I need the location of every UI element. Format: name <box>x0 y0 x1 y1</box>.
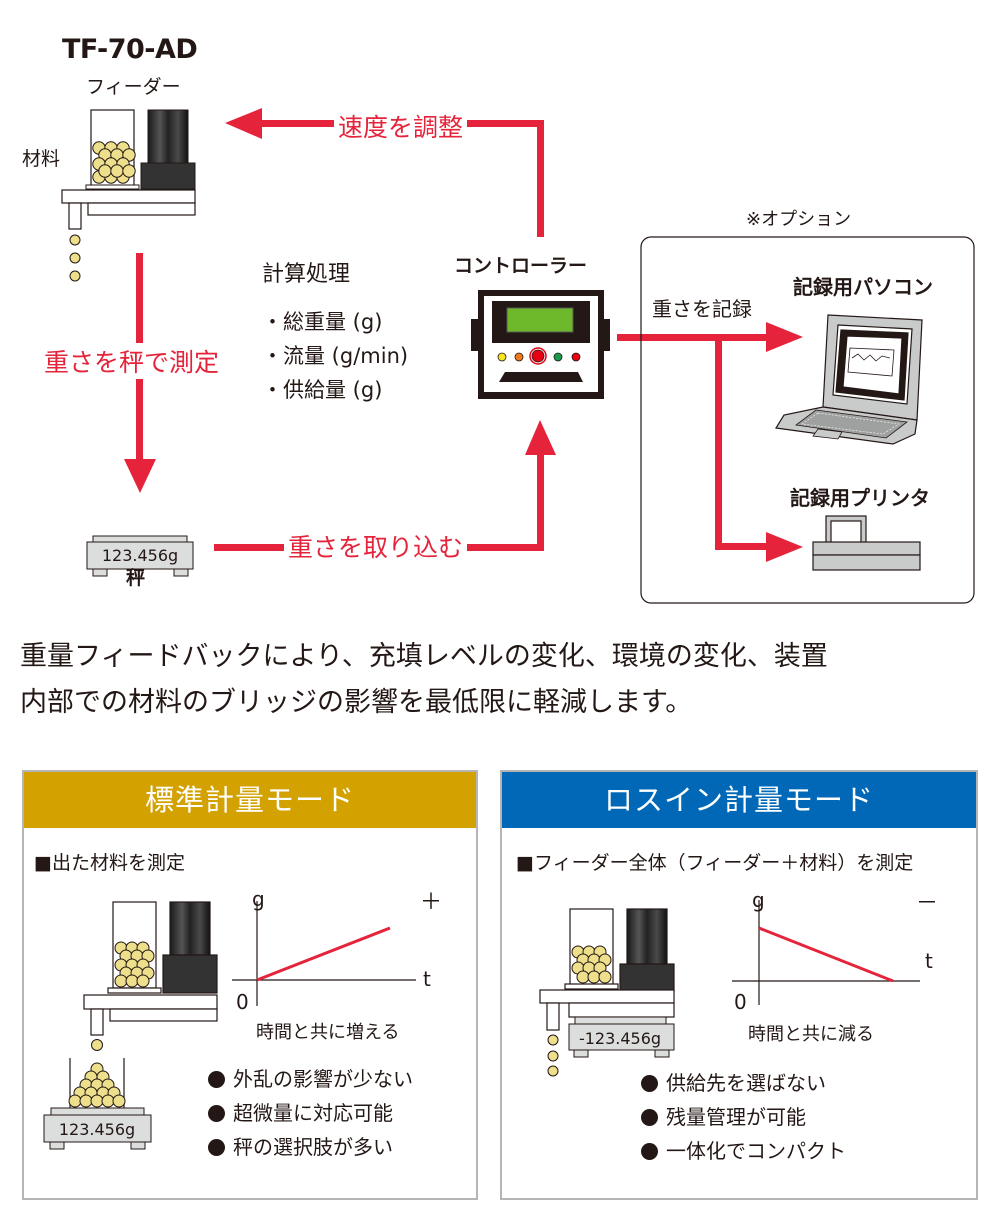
lamp-red <box>571 352 581 362</box>
loss-in-feeder-on-scale: -123.456g <box>539 908 675 1077</box>
standard-scale-reading: 123.456g <box>59 1120 135 1139</box>
feature-item: 超微量に対応可能 <box>208 1096 413 1130</box>
scale-reading: 123.456g <box>102 546 178 565</box>
feature-item: 秤の選択肢が多い <box>208 1130 413 1164</box>
motor-cylinder <box>147 109 189 165</box>
measure-by-scale-label: 重さを秤で測定 <box>44 343 220 379</box>
feature-item: 一体化でコンパクト <box>641 1134 846 1168</box>
bullet-icon <box>641 1075 658 1092</box>
system-diagram: 123.456g <box>61 108 975 604</box>
loss-in-features: 供給先を選ばない 残量管理が可能 一体化でコンパクト <box>641 1066 846 1168</box>
summary-line-2: 内部での材料のブリッジの影響を最低限に軽減します。 <box>20 687 693 718</box>
printer-illustration <box>812 515 921 571</box>
standard-graph <box>232 901 416 1006</box>
standard-mode-subtitle: ■出た材料を測定 <box>34 852 185 874</box>
arrow-record-weight <box>617 322 803 562</box>
standard-y-label: g <box>252 887 265 911</box>
lamp-green <box>553 352 563 362</box>
standard-origin-label: 0 <box>236 990 249 1014</box>
scale-illustration: 123.456g <box>86 535 194 577</box>
feeder-nozzle <box>68 202 82 230</box>
loss-in-mode-graphics: -123.456g <box>539 900 920 1077</box>
standard-features: 外乱の影響が少ない 超微量に対応可能 秤の選択肢が多い <box>208 1062 413 1164</box>
options-box <box>640 236 975 604</box>
controller-illustration <box>471 290 610 399</box>
loss-in-mode-title: ロスイン計量モード <box>502 772 976 828</box>
feeder-illustration <box>61 109 196 282</box>
pc-label: 記録用パソコン <box>793 275 933 299</box>
decreasing-trend-line <box>758 926 894 983</box>
loss-in-graph <box>732 900 920 1005</box>
calc-title: 計算処理 <box>262 262 351 287</box>
standard-mode-title: 標準計量モード <box>24 772 476 828</box>
material-label: 材料 <box>22 148 61 170</box>
calc-item-flow-rate: ・流量 (g/min) <box>262 344 409 368</box>
summary-text: 重量フィードバックにより、充填レベルの変化、環境の変化、装置 内部での材料のブリ… <box>20 634 990 726</box>
controller-label: コントローラー <box>454 255 588 277</box>
loss-in-mode-panel: ロスイン計量モード ■フィーダー全体（フィーダー＋材料）を測定 -123.456… <box>500 770 978 1200</box>
lamp-orange <box>514 352 524 362</box>
import-weight-label: 重さを取り込む <box>284 528 468 564</box>
bullet-icon <box>208 1139 225 1156</box>
standard-sign: ＋ <box>420 890 443 915</box>
lamp-yellow <box>497 352 507 362</box>
laptop-illustration <box>775 314 923 445</box>
standard-container-on-scale: 123.456g <box>43 1058 152 1150</box>
bullet-icon <box>208 1071 225 1088</box>
calc-item-supply: ・供給量 (g) <box>262 378 383 402</box>
summary-line-1: 重量フィードバックにより、充填レベルの変化、環境の変化、装置 <box>20 641 828 672</box>
lcd-display <box>506 307 574 333</box>
feeder-model: TF-70-AD <box>62 34 198 65</box>
feeder-label: フィーダー <box>86 76 181 98</box>
standard-x-label: t <box>423 967 431 991</box>
emergency-stop-button <box>531 349 545 363</box>
standard-feeder-illustration <box>83 901 218 1051</box>
record-weight-label: 重さを記録 <box>652 297 752 321</box>
loss-in-origin-label: 0 <box>734 990 747 1014</box>
standard-mode-panel: 標準計量モード ■出た材料を測定 <box>22 770 478 1200</box>
calc-item-total-weight: ・総重量 (g) <box>262 310 383 334</box>
bullet-icon <box>641 1109 658 1126</box>
standard-mode-graphics: 123.456g <box>43 901 416 1150</box>
printer-label: 記録用プリンタ <box>790 486 930 510</box>
option-note: ※オプション <box>746 209 852 230</box>
loss-in-mode-subtitle: ■フィーダー全体（フィーダー＋材料）を測定 <box>516 852 914 874</box>
feature-item: 残量管理が可能 <box>641 1100 846 1134</box>
loss-in-scale-reading: -123.456g <box>579 1029 661 1048</box>
motor-base <box>140 162 196 190</box>
adjust-speed-label: 速度を調整 <box>334 108 468 144</box>
material-beads <box>92 141 136 184</box>
bullet-icon <box>208 1105 225 1122</box>
loss-in-sign: － <box>916 891 939 916</box>
increasing-trend-line <box>256 926 391 982</box>
feature-item: 外乱の影響が少ない <box>208 1062 413 1096</box>
loss-in-x-label: t <box>925 949 933 973</box>
bullet-icon <box>641 1143 658 1160</box>
feature-item: 供給先を選ばない <box>641 1066 846 1100</box>
loss-in-trend-label: 時間と共に減る <box>748 1024 874 1045</box>
loss-in-y-label: g <box>752 888 765 912</box>
standard-trend-label: 時間と共に増える <box>256 1022 400 1043</box>
scale-label: 秤 <box>126 567 146 589</box>
